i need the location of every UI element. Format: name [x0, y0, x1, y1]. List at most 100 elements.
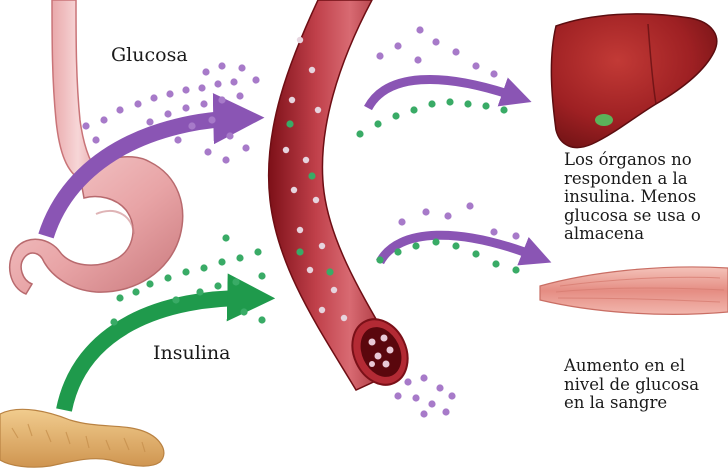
insulin-dot	[492, 260, 499, 267]
stomach-icon	[10, 157, 183, 294]
insulin-dot	[432, 238, 439, 245]
muscle-icon	[540, 267, 728, 314]
glucose-dot	[448, 392, 455, 399]
insulin-dot	[308, 172, 315, 179]
insulin-dot	[218, 258, 225, 265]
gallbladder-icon	[595, 114, 613, 126]
insulin-dot	[116, 294, 123, 301]
insulin-dot	[394, 248, 401, 255]
glucose-dot	[394, 392, 401, 399]
blood-cell-dot	[307, 267, 313, 273]
glucose-dot	[230, 78, 237, 85]
liver-icon	[551, 14, 716, 148]
glucose-dot	[226, 132, 233, 139]
glucose-dot	[218, 62, 225, 69]
insulin-dot	[446, 98, 453, 105]
glucose-dot	[376, 52, 383, 59]
glucose-dot	[394, 42, 401, 49]
organs-note: Los órganos no responden a la insulina. …	[564, 151, 701, 244]
insulin-dot	[452, 242, 459, 249]
glucose-dot	[416, 26, 423, 33]
blood-cell-dot	[289, 97, 295, 103]
blood-cell-dot	[297, 37, 303, 43]
insulin-dot	[412, 242, 419, 249]
glucose-to-liver-arrow	[368, 79, 520, 108]
glucose-dot	[198, 84, 205, 91]
glucose-dot	[420, 410, 427, 417]
glucose-dot	[222, 156, 229, 163]
insulin-dot	[410, 106, 417, 113]
insulin-dot	[512, 266, 519, 273]
glucose-dot	[236, 92, 243, 99]
insulin-dot	[232, 278, 239, 285]
insulin-dot	[356, 130, 363, 137]
insulin-dot	[392, 112, 399, 119]
result-note: Aumento en el nivel de glucosa en la san…	[564, 357, 699, 413]
blood-cell-dot	[303, 157, 309, 163]
glucose-dot	[92, 136, 99, 143]
insulin-dot	[236, 254, 243, 261]
glucose-dot	[134, 100, 141, 107]
glucose-dot	[404, 378, 411, 385]
glucose-dot	[414, 56, 421, 63]
glucose-dot	[428, 400, 435, 407]
blood-vessel-icon	[269, 0, 418, 394]
blood-cell-dot	[313, 197, 319, 203]
glucose-dot	[164, 110, 171, 117]
glucose-dot	[490, 70, 497, 77]
glucose-dot	[452, 48, 459, 55]
glucose-dot	[214, 80, 221, 87]
glucose-dot	[204, 148, 211, 155]
insulin-dot	[258, 272, 265, 279]
glucose-dot	[146, 118, 153, 125]
glucose-label: Glucosa	[111, 44, 188, 66]
glucose-dot	[422, 208, 429, 215]
insulin-dot	[222, 234, 229, 241]
glucose-dot	[442, 408, 449, 415]
blood-cell-dot	[341, 315, 347, 321]
insulin-dot	[146, 280, 153, 287]
insulin-dot	[464, 100, 471, 107]
glucose-dot	[252, 76, 259, 83]
glucose-dot	[472, 62, 479, 69]
glucose-dot	[444, 212, 451, 219]
insulin-dot	[182, 268, 189, 275]
glucose-dot	[116, 106, 123, 113]
glucose-dot	[202, 68, 209, 75]
glucose-dot	[174, 136, 181, 143]
insulin-dot	[132, 288, 139, 295]
glucose-dot	[150, 94, 157, 101]
insulin-dot	[254, 248, 261, 255]
insulin-dot	[472, 250, 479, 257]
insulin-dot	[172, 296, 179, 303]
glucose-dot	[208, 116, 215, 123]
insulin-dot	[286, 120, 293, 127]
glucose-dot	[166, 90, 173, 97]
glucose-dot	[466, 202, 473, 209]
glucose-dot	[420, 374, 427, 381]
glucose-dot	[218, 96, 225, 103]
insulin-dot	[326, 268, 333, 275]
glucose-dot	[100, 116, 107, 123]
insulin-dot	[240, 308, 247, 315]
glucose-dot	[82, 122, 89, 129]
insulin-dot	[428, 100, 435, 107]
blood-cell-dot	[283, 147, 289, 153]
glucose-dot	[512, 232, 519, 239]
glucose-dot	[182, 86, 189, 93]
insulin-label: Insulina	[153, 342, 230, 364]
insulin-dot	[214, 282, 221, 289]
insulin-dot	[482, 102, 489, 109]
insulin-dot	[376, 256, 383, 263]
glucose-dot	[490, 228, 497, 235]
blood-cell-dot	[315, 107, 321, 113]
glucose-dot	[200, 100, 207, 107]
pancreas-icon	[0, 409, 164, 467]
insulin-dot	[200, 264, 207, 271]
glucose-dot	[398, 218, 405, 225]
glucose-dot	[242, 144, 249, 151]
blood-cell-dot	[309, 67, 315, 73]
blood-cell-dot	[319, 307, 325, 313]
insulin-dot	[164, 274, 171, 281]
